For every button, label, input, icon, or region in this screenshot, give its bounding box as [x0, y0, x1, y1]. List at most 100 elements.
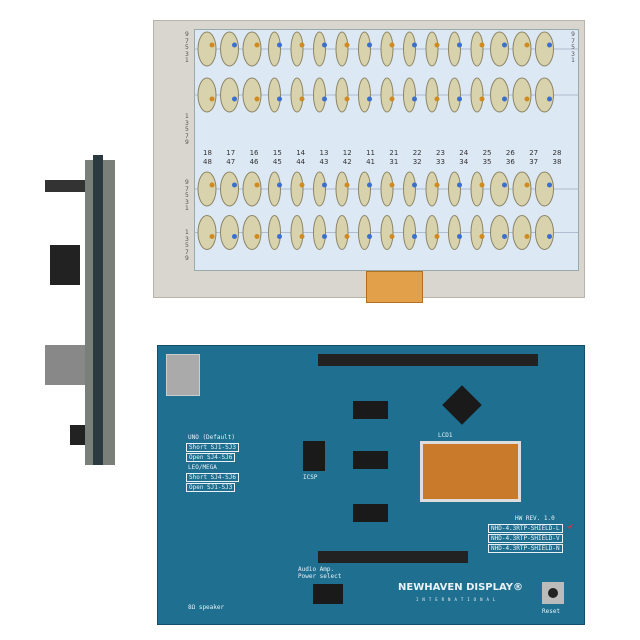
tooth	[535, 31, 554, 67]
tooth	[335, 171, 349, 207]
speaker-label: 8Ω speaker	[188, 604, 225, 611]
uno-short: Short SJ1-SJ3	[186, 443, 239, 452]
measurement-dot	[367, 234, 372, 239]
tooth	[220, 31, 239, 67]
tooth	[242, 31, 262, 67]
lcd1-label: LCD1	[438, 432, 453, 439]
tooth	[512, 77, 532, 113]
measurement-dot	[299, 96, 305, 102]
measurement-dot	[209, 182, 215, 188]
tooth-number-upper: 21	[389, 149, 399, 157]
regulator	[313, 584, 343, 604]
hw-rev: HW REV. 1.0	[515, 515, 555, 522]
measurement-dot	[502, 96, 507, 102]
tooth	[290, 77, 304, 113]
tooth	[197, 171, 217, 207]
measurement-dot	[547, 234, 552, 239]
reset-button	[542, 582, 564, 604]
axis-bot: 9 7 5 3 1	[185, 179, 189, 212]
tooth-number-lower: 37	[529, 158, 539, 166]
tooth	[335, 215, 349, 250]
tooth	[425, 215, 439, 250]
measurement-dot	[389, 42, 395, 48]
tooth	[490, 215, 509, 250]
tooth-number-upper: 27	[529, 149, 539, 157]
tooth	[197, 77, 217, 113]
measurement-dot	[344, 182, 350, 188]
tooth	[403, 77, 416, 113]
tooth	[220, 77, 239, 113]
measurement-dot	[299, 182, 305, 188]
top-header	[318, 354, 538, 366]
tooth	[512, 171, 532, 207]
tooth-number-lower: 34	[459, 158, 469, 166]
tooth-number-upper: 11	[366, 149, 376, 157]
tooth	[268, 215, 281, 250]
measurement-dot	[367, 42, 372, 48]
tooth	[268, 31, 281, 67]
header-pin	[45, 180, 85, 192]
tooth	[242, 77, 262, 113]
tooth-number-upper: 16	[249, 149, 259, 157]
icsp-label: ICSP	[303, 474, 318, 481]
measurement-dot	[344, 96, 350, 102]
tooth-number-lower: 45	[272, 158, 282, 166]
measurement-dot	[389, 182, 395, 188]
reset-label: Reset	[542, 608, 561, 615]
tooth-number-upper: 26	[505, 149, 515, 157]
ic-chip	[353, 401, 388, 419]
measurement-dot	[412, 42, 417, 48]
measurement-dot	[524, 42, 530, 48]
measurement-dot	[367, 182, 372, 188]
tooth	[268, 171, 281, 207]
measurement-dot	[434, 96, 440, 102]
tooth	[290, 215, 304, 250]
measurement-dot	[232, 182, 237, 188]
tooth	[313, 171, 326, 207]
ic-chip	[353, 504, 388, 522]
tooth	[490, 31, 509, 67]
tooth	[470, 171, 484, 207]
sd-card-slot	[166, 354, 200, 396]
bottom-header	[318, 551, 468, 563]
tooth-number-upper: 25	[482, 149, 492, 157]
tooth	[380, 31, 394, 67]
sd-slot	[45, 345, 85, 385]
measurement-dot	[457, 234, 462, 239]
tooth-number-lower: 33	[436, 158, 445, 166]
tooth-number-upper: 22	[412, 149, 422, 157]
tooth	[535, 215, 554, 250]
tooth-number-lower: 43	[319, 158, 329, 166]
flex-cable	[366, 271, 423, 303]
axis-low: 1 3 5 7 9	[185, 229, 189, 262]
tooth	[425, 77, 439, 113]
tooth	[403, 31, 416, 67]
measurement-dot	[277, 96, 282, 102]
tooth	[220, 215, 239, 250]
tooth	[290, 171, 304, 207]
tooth	[403, 171, 416, 207]
tooth-number-lower: 35	[482, 158, 492, 166]
measurement-dot	[254, 234, 260, 239]
tooth	[490, 77, 509, 113]
tooth-number-upper: 24	[459, 149, 469, 157]
measurement-dot	[277, 42, 282, 48]
shield-pcb: LCD1 ICSP UNO (Default) Short SJ1-SJ3 Op…	[157, 345, 585, 625]
tooth-number-upper: 28	[552, 149, 562, 157]
measurement-dot	[502, 42, 507, 48]
tooth	[313, 215, 326, 250]
audio-label: Audio Amp. Power select	[298, 566, 342, 580]
tooth-number-lower: 42	[342, 158, 352, 166]
tooth	[335, 31, 349, 67]
connector	[50, 245, 80, 285]
measurement-dot	[277, 182, 282, 188]
tooth	[290, 31, 304, 67]
tooth-number-lower: 44	[296, 158, 306, 166]
tooth-number-upper: 14	[296, 149, 306, 157]
measurement-dot	[254, 42, 260, 48]
check-icon: ✔	[568, 522, 574, 532]
tooth	[380, 77, 394, 113]
measurement-dot	[502, 234, 507, 239]
uno-label: UNO (Default)	[188, 434, 235, 441]
